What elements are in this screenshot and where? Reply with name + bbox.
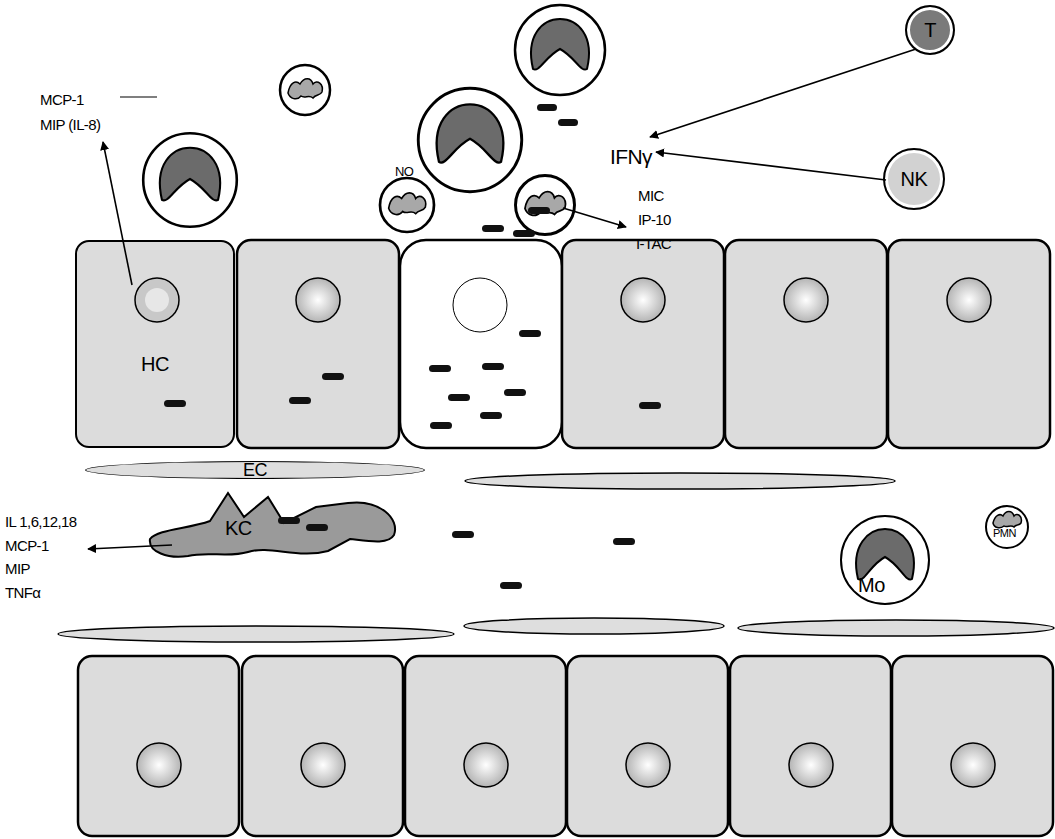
neutrophil [380,178,434,232]
bacterium [306,524,328,531]
bacterium [504,389,526,396]
nk-cell: NK [883,148,945,210]
monocyte [515,5,605,95]
mediator-label: MIP (IL-8) [40,116,100,133]
secretion-arrow [103,142,132,285]
hepatocyte [242,656,403,836]
bacterium [448,394,470,401]
bacterium [278,517,300,524]
kupffer-outline [148,489,400,561]
bacterium [322,373,344,380]
endothelial-cell: EC [85,461,425,479]
hepatocyte [892,656,1053,836]
nucleus-art [77,242,233,446]
hepatocyte [237,240,399,448]
mediator-label: MCP-1 [40,91,84,108]
cell-label: Mo [858,575,885,595]
bacterium [482,225,504,232]
monocyte: Mo [840,515,930,605]
hepatocyte [567,656,728,836]
monocyte [418,88,522,192]
mediator-label: IL 1,6,12,18 [5,513,76,530]
bacterium [482,363,504,370]
nucleus [951,743,995,787]
bacterium [430,422,452,429]
secretion-arrows [88,49,916,549]
cell-label: KC [225,518,252,538]
cell-label: EC [86,462,424,478]
mediator-label: MCP-1 [5,537,49,554]
mediator-label: MIP [5,560,30,577]
monocyte [143,133,237,227]
nucleus [626,743,670,787]
hepatocyte [562,240,724,448]
bacterium [537,104,557,111]
kupffer-cell: KC [148,489,400,561]
mediator-label: IFNγ [610,145,652,169]
bacteria [164,104,661,589]
nucleus [789,743,833,787]
bacterium [429,365,451,372]
bacterium [452,531,474,538]
secretion-arrow [650,49,916,137]
nucleus [464,743,508,787]
endothelial-cell [464,618,724,634]
infected-hepatocyte [400,240,562,448]
nucleus [784,278,828,322]
mediator-label: MIC [638,187,664,204]
neutrophil: PMN [985,505,1029,549]
bacterium [500,582,522,589]
cell-label: PMN [993,528,1016,539]
nucleus-shine [145,288,169,312]
nucleus [137,743,181,787]
nucleus [993,512,1021,528]
mediator-label: TNFα [5,584,40,601]
endothelial-cell [58,626,454,642]
nucleus [135,278,179,322]
bacterium [639,402,661,409]
bacterium [558,119,578,126]
bacterium [289,397,311,404]
bacterium [513,230,535,237]
hepatocyte [888,240,1050,448]
bacterium [519,330,541,337]
endothelial-cell [738,620,1054,636]
neutrophil [516,176,575,235]
nucleus [947,278,991,322]
nucleus [453,278,507,332]
hepatocyte [78,656,239,836]
stray-mark [120,96,157,97]
endothelial-cell [465,473,895,489]
bacterium [528,207,550,214]
nucleus [856,529,914,580]
cell-label: HC [141,354,169,374]
hepatocyte [725,240,887,448]
secretion-arrow [656,152,886,180]
hepatocyte [405,656,566,836]
mediator-label: I-TAC [636,235,671,252]
neutrophil [280,65,330,115]
cell-label: NK [885,150,943,208]
nucleus [301,743,345,787]
bacterium [164,400,186,407]
hepatocyte: HC [75,240,235,448]
mediator-label: IP-10 [638,211,671,228]
nucleus [621,278,665,322]
nucleus [296,278,340,322]
t-cell: T [905,5,955,55]
bacterium [480,412,502,419]
secretion-arrow [563,208,626,227]
monocyte-nucleus [842,517,928,603]
cell-label: T [907,7,953,53]
kupffer-body [150,493,395,557]
bacterium [613,538,635,545]
neutrophil-nucleus [987,507,1027,547]
secretion-arrow [88,545,172,549]
mediator-label: NO [395,164,413,180]
hepatocyte [730,656,891,836]
